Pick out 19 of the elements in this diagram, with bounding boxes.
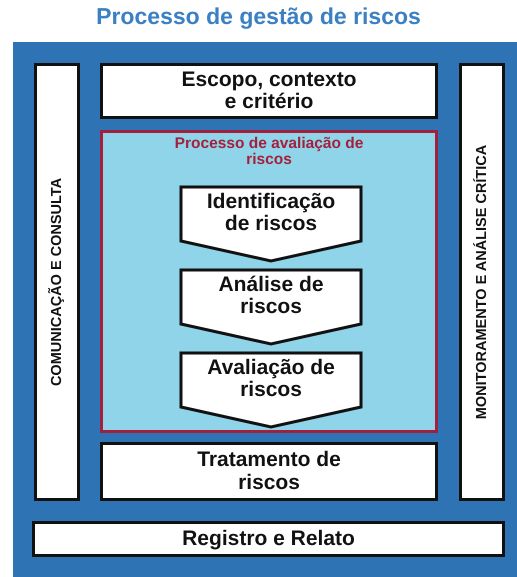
box-label: Tratamento de riscos	[196, 449, 342, 494]
vertical-bar	[459, 63, 505, 501]
box-label: Escopo, contexto e critério	[180, 68, 358, 114]
step-label: Análise de riscos	[217, 274, 325, 318]
step-label: Identificação de riscos	[206, 191, 336, 236]
bar-label: MONITORAMENTO E ANÁLISE CRÍTICA	[473, 144, 491, 422]
bar-label: COMUNICAÇÃO E CONSULTA	[48, 176, 66, 388]
chevron-step	[179, 185, 363, 263]
step-label: Avaliação de riscos	[206, 357, 336, 402]
subprocess-panel	[100, 130, 438, 433]
chevron-step	[179, 268, 363, 346]
chevron-step	[179, 351, 363, 429]
group-heading: Processo de avaliação de riscos	[174, 136, 364, 169]
panel-heading: Processo de gestão de riscos	[95, 4, 422, 28]
process-box	[32, 521, 505, 557]
box-label: Registro e Relato	[182, 528, 355, 550]
process-box	[100, 63, 438, 119]
process-box	[100, 442, 438, 501]
vertical-bar	[34, 63, 80, 501]
